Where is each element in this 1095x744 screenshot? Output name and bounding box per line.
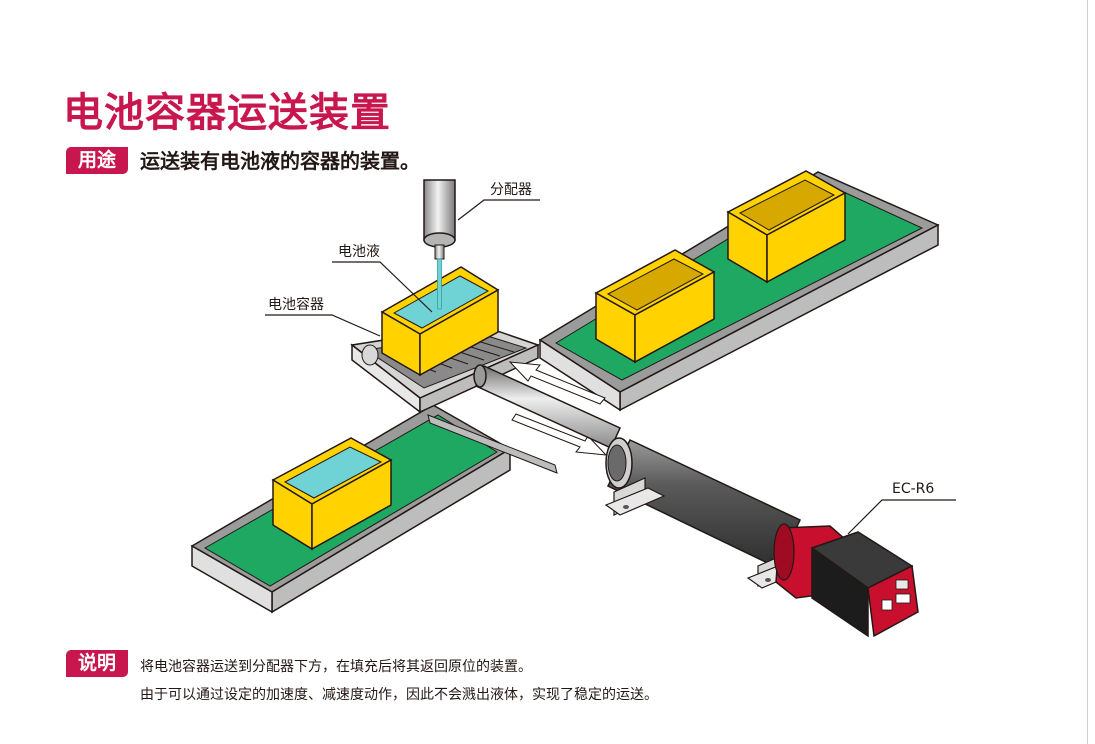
- support-bracket-front: [604, 477, 666, 516]
- label-actuator: EC-R6: [892, 481, 934, 497]
- page-edge: [1087, 0, 1088, 744]
- label-electrolyte: 电池液: [338, 244, 380, 260]
- actuator-body: [605, 437, 801, 570]
- label-dispenser: 分配器: [490, 182, 532, 198]
- use-text: 运送装有电池液的容器的装置。: [140, 149, 420, 173]
- dispenser: [423, 179, 456, 310]
- label-container: 电池容器: [268, 296, 324, 313]
- container-right-2: [726, 170, 847, 284]
- description-line-2: 由于可以通过设定的加速度、减速度动作，因此不会溅出液体，实现了稳定的运送。: [140, 687, 658, 703]
- motor-unit: [773, 523, 919, 638]
- description-line-1: 将电池容器运送到分配器下方，在填充后将其返回原位的装置。: [140, 659, 532, 675]
- leader-lines: [265, 199, 956, 535]
- description-tag: 说明: [66, 650, 128, 677]
- container-lower-left: [271, 437, 393, 551]
- page-title: 电池容器运送装置: [63, 90, 391, 136]
- container-right-1: [594, 249, 716, 364]
- use-tag: 用途: [66, 147, 128, 174]
